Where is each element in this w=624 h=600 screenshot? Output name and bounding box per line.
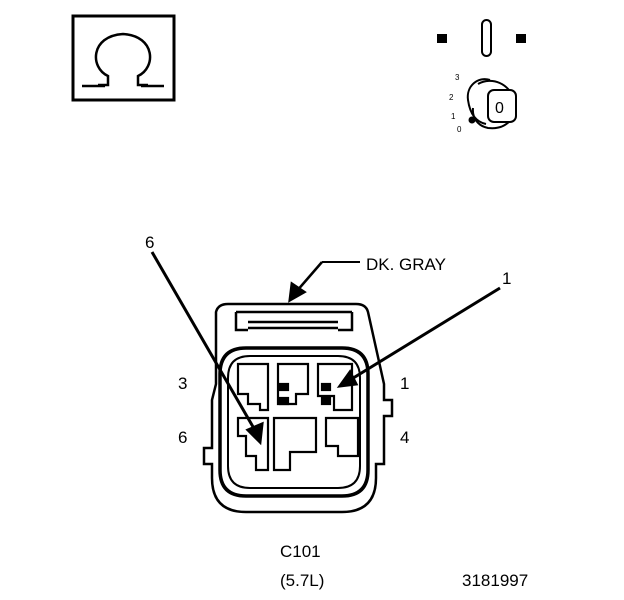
ignition-pos-1: 1: [451, 112, 456, 121]
figure-id: 3181997: [462, 571, 528, 590]
side-label-4: 4: [400, 428, 409, 447]
ignition-pos-0: 0: [457, 125, 462, 134]
wire-color-label: DK. GRAY: [366, 255, 446, 274]
side-label-3: 3: [178, 374, 187, 393]
ignition-pos-3: 3: [455, 73, 460, 82]
callout-pin-6: 6: [145, 233, 154, 252]
ignition-icon: 3 2 1 0 0: [437, 19, 526, 134]
terminal-cavities: [236, 362, 360, 472]
ohm-icon: [71, 14, 176, 102]
connector-body: [202, 302, 394, 514]
ignition-key-label: 0: [495, 100, 504, 117]
ignition-pos-2: 2: [449, 93, 454, 102]
side-label-1: 1: [400, 374, 409, 393]
callout-pin-1: 1: [502, 269, 511, 288]
connector-variant: (5.7L): [280, 571, 324, 590]
side-label-6: 6: [178, 428, 187, 447]
callout-lines: [150, 251, 501, 446]
connector-name: C101: [280, 542, 321, 561]
